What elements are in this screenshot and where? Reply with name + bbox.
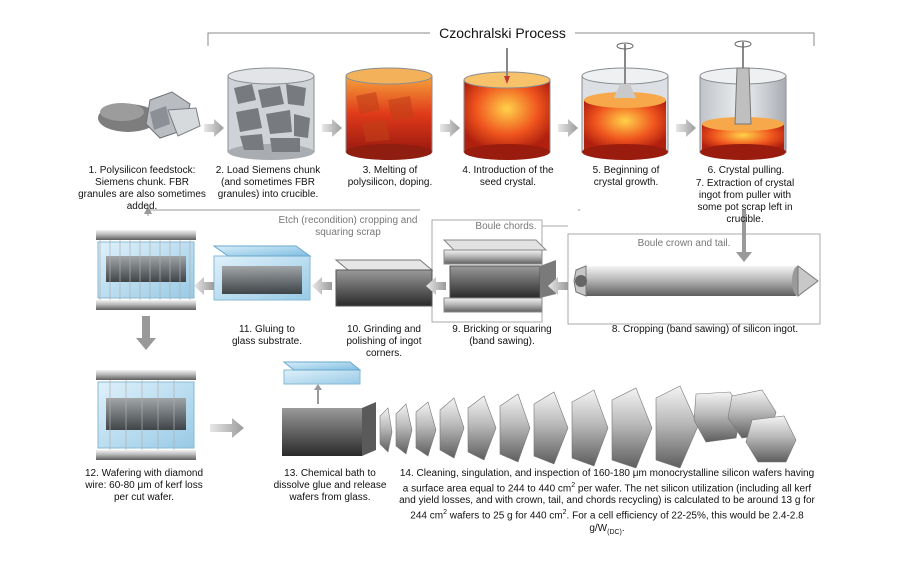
step-14-text-4: . For a cell efficiency of 22-25%, this … <box>566 510 804 534</box>
step-5-caption: 5. Beginning of crystal growth. <box>592 165 660 188</box>
melting-crucible-illustration <box>345 67 433 160</box>
crystal-pulling-illustration <box>699 40 787 160</box>
step-14-sup-3: 2 <box>562 509 567 517</box>
step-3-caption: 3. Melting of polysilicon, doping. <box>347 165 433 188</box>
step-10-caption: 10. Grinding and polishing of ingot corn… <box>346 324 422 359</box>
step-14-text-5: . <box>621 522 625 534</box>
chemical-bath-illustration <box>282 361 376 456</box>
step-8-caption: 8. Cropping (band sawing) of silicon ing… <box>611 324 799 335</box>
wafers-illustration <box>379 385 797 469</box>
step-14-text-3: wafers to 25 g for 440 cm <box>447 510 563 522</box>
step-6-caption: 6. Crystal pulling. <box>707 165 785 176</box>
boule-crown-tail-note: Boule crown and tail. <box>637 238 731 249</box>
glass-glued-illustration <box>212 245 312 301</box>
crystal-growth-illustration <box>581 42 669 160</box>
step-13-caption: 13. Chemical bath to dissolve glue and r… <box>273 468 387 503</box>
loaded-crucible-illustration <box>227 67 315 160</box>
page-title: Czochralski Process <box>430 25 575 41</box>
step-12-caption: 12. Wafering with diamond wire: 60-80 μm… <box>84 468 204 503</box>
step-14-text-1: 14. Cleaning, singulation, and inspectio… <box>399 468 815 495</box>
step-14-sup-1: 2 <box>571 482 576 489</box>
polysilicon-chunks-illustration <box>98 91 201 139</box>
step-14-caption: 14. Cleaning, singulation, and inspectio… <box>398 468 816 539</box>
step-7-caption: 7. Extraction of crystal ingot from pull… <box>695 178 795 225</box>
step-14-sub-1: (DC) <box>607 528 622 536</box>
step-11-caption: 11. Gluing to glass substrate. <box>231 324 303 347</box>
seed-crystal-illustration <box>463 48 551 160</box>
bricking-illustration <box>442 239 556 313</box>
step-14-sup-2: 2 <box>443 509 447 517</box>
wire-saw-cut-illustration <box>96 370 196 460</box>
step-9-caption: 9. Bricking or squaring (band sawing). <box>452 324 552 347</box>
step-1-caption: 1. Polysilicon feedstock: Siemens chunk.… <box>78 165 206 212</box>
step-14-text-2: per wafer. The net silicon utilization (… <box>399 483 815 522</box>
step-4-caption: 4. Introduction of the seed crystal. <box>462 165 554 188</box>
grinding-illustration <box>334 259 434 307</box>
wire-saw-illustration <box>96 230 196 310</box>
etch-scrap-note: Etch (recondition) cropping and squaring… <box>278 215 418 238</box>
step-2-caption: 2. Load Siemens chunk (and sometimes FBR… <box>215 165 321 200</box>
silicon-ingot-illustration <box>573 265 819 297</box>
boule-chords-note: Boule chords. <box>475 221 537 232</box>
